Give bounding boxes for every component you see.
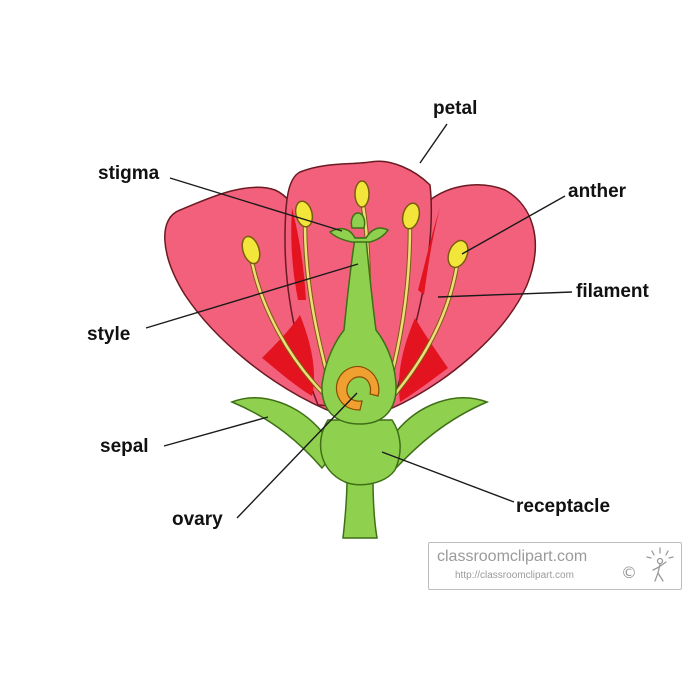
anther-far-left — [241, 235, 261, 265]
leader-sepal — [163, 416, 269, 447]
label-petal: petal — [433, 98, 478, 119]
anther-center — [354, 180, 370, 208]
petal-inner-left-upper — [291, 208, 306, 300]
label-receptacle: receptacle — [516, 496, 611, 517]
watermark-url: http://classroomclipart.com — [455, 570, 574, 581]
watermark-logo-icon — [646, 547, 674, 582]
watermark: classroomclipart.com http://classroomcli… — [428, 542, 682, 590]
label-stigma: stigma — [98, 163, 160, 184]
ovule — [335, 365, 380, 411]
sepal-right — [390, 397, 490, 470]
label-sepal: sepal — [100, 436, 149, 457]
petal-inner-right — [398, 318, 448, 402]
filament-far-right-fill — [388, 263, 459, 402]
anther-far-right — [447, 239, 469, 269]
leader-style — [145, 263, 359, 329]
leader-anther — [461, 195, 566, 255]
label-filament: filament — [576, 281, 649, 302]
sepal-left — [230, 397, 329, 470]
stigma — [328, 227, 390, 243]
label-style: style — [87, 324, 131, 345]
stigma-tip — [350, 212, 366, 229]
label-anther: anther — [568, 181, 627, 202]
leader-ovary — [236, 392, 358, 519]
filament-far-left-fill — [250, 260, 327, 397]
petal-inner-right-upper — [418, 208, 440, 295]
leader-filament — [437, 291, 573, 298]
leader-receptacle — [381, 451, 515, 503]
anther-right — [401, 202, 421, 230]
leader-stigma — [169, 177, 343, 232]
watermark-copyright: © — [621, 563, 637, 582]
label-ovary: ovary — [172, 509, 223, 530]
watermark-site: classroomclipart.com — [437, 548, 588, 565]
petal-inner-left — [262, 315, 315, 396]
stem — [342, 477, 378, 539]
receptacle — [319, 419, 401, 486]
leader-petal — [419, 123, 448, 164]
